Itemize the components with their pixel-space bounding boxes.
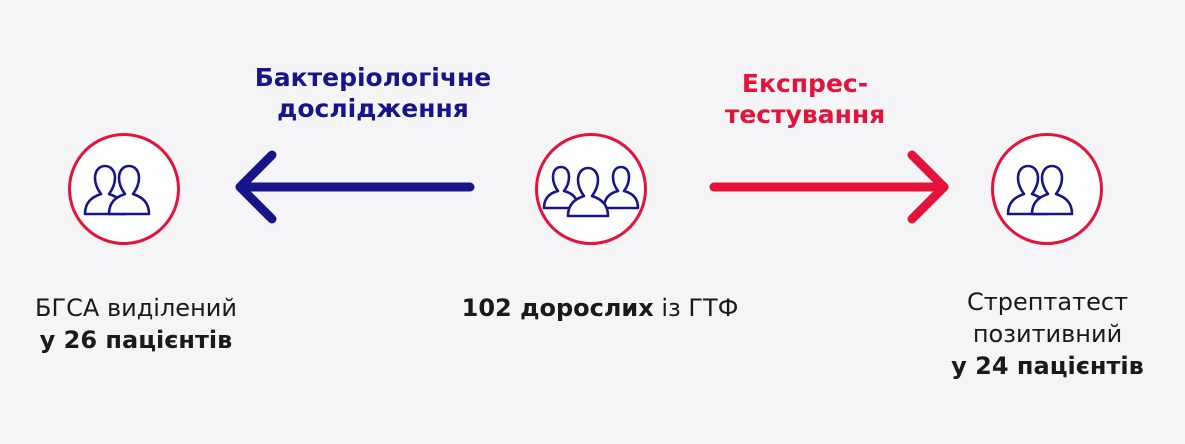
- two-people-icon: [1006, 164, 1074, 216]
- center-caption: 102 дорослих із ГТФ: [400, 292, 800, 324]
- two-people-icon: [83, 164, 151, 216]
- right-caption-line2: позитивний: [972, 320, 1123, 348]
- express-test-label: Експрес- тестування: [690, 68, 920, 130]
- left-caption-line1: БГСА виділений: [35, 294, 237, 322]
- express-test-label-line1: Експрес-: [741, 69, 869, 98]
- left-caption-line2: у 26 пацієнтів: [39, 326, 233, 354]
- right-caption: Стрептатест позитивний у 24 пацієнтів: [925, 286, 1170, 382]
- left-arrow-icon: [235, 150, 475, 224]
- center-caption-rest: із ГТФ: [653, 294, 739, 322]
- right-caption-line1: Стрептатест: [966, 288, 1129, 316]
- bacteriology-label: Бактеріологічне дослідження: [218, 62, 528, 124]
- left-caption: БГСА виділений у 26 пацієнтів: [0, 292, 272, 356]
- center-group-circle: [535, 133, 647, 245]
- right-group-circle: [991, 133, 1103, 245]
- center-caption-line: 102 дорослих із ГТФ: [400, 292, 800, 324]
- left-group-circle: [68, 133, 180, 245]
- express-test-label-line2: тестування: [724, 100, 886, 129]
- right-caption-line3: у 24 пацієнтів: [951, 352, 1144, 380]
- center-caption-bold: 102 дорослих: [461, 294, 654, 322]
- three-people-icon: [542, 165, 640, 218]
- right-arrow-icon: [709, 150, 949, 224]
- bacteriology-label-line2: дослідження: [277, 94, 469, 123]
- bacteriology-label-line1: Бактеріологічне: [254, 63, 492, 92]
